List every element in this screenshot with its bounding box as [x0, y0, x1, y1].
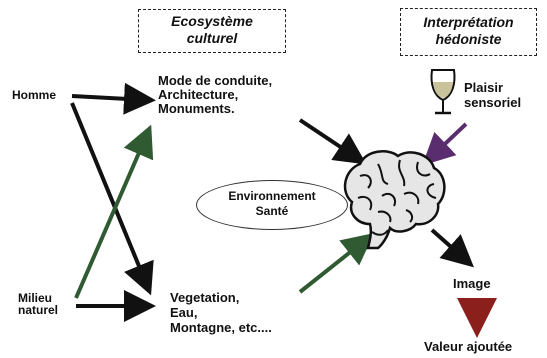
- pleasure-label: Plaisir sensoriel: [464, 80, 521, 110]
- value-added-label: Valeur ajoutée: [424, 339, 513, 354]
- arrow-nature-brain: [298, 233, 375, 294]
- milieu-label: Milieu naturel: [18, 292, 58, 316]
- arrow-brain-image: [430, 228, 474, 268]
- natural-item: Montagne, etc....: [170, 320, 272, 335]
- arrow-plaisir-brain: [422, 122, 468, 166]
- wine-glass-icon: [430, 69, 456, 115]
- arrow-culture-brain: [298, 118, 367, 165]
- milieu-line2: naturel: [18, 303, 59, 317]
- cultural-item: Monuments.: [158, 101, 235, 116]
- ecosysteme-line2: culturel: [186, 30, 238, 46]
- interpretation-line1: Interprétation: [423, 14, 514, 30]
- natural-item: Eau,: [170, 305, 198, 320]
- environment-line2: Santé: [255, 204, 289, 218]
- image-label: Image: [453, 276, 491, 291]
- environment-ellipse: [196, 180, 348, 230]
- environment-line1: Environnement: [228, 189, 316, 203]
- milieu-line1: Milieu: [18, 291, 53, 305]
- arrow-milieu-culture: [74, 124, 154, 299]
- interpretation-box: Interprétation hédoniste: [400, 8, 537, 56]
- arrow-homme-culture: [71, 82, 156, 115]
- cultural-list: Mode de conduite, Architecture, Monument…: [158, 74, 272, 116]
- homme-label: Homme: [12, 88, 57, 102]
- pleasure-line1: Plaisir: [464, 80, 504, 95]
- ecosysteme-box: Ecosystème culturel: [138, 9, 286, 53]
- environment-text: Environnement Santé: [206, 189, 338, 219]
- interpretation-line2: hédoniste: [435, 31, 502, 47]
- cultural-item: Mode de conduite,: [158, 73, 273, 88]
- pleasure-line2: sensoriel: [464, 95, 522, 110]
- brain-icon: [343, 150, 446, 250]
- arrow-homme-nature: [70, 102, 154, 296]
- natural-item: Vegetation,: [170, 290, 240, 305]
- cultural-item: Architecture,: [158, 87, 239, 102]
- natural-list: Vegetation, Eau, Montagne, etc....: [170, 290, 272, 335]
- ecosysteme-line1: Ecosystème: [171, 13, 253, 29]
